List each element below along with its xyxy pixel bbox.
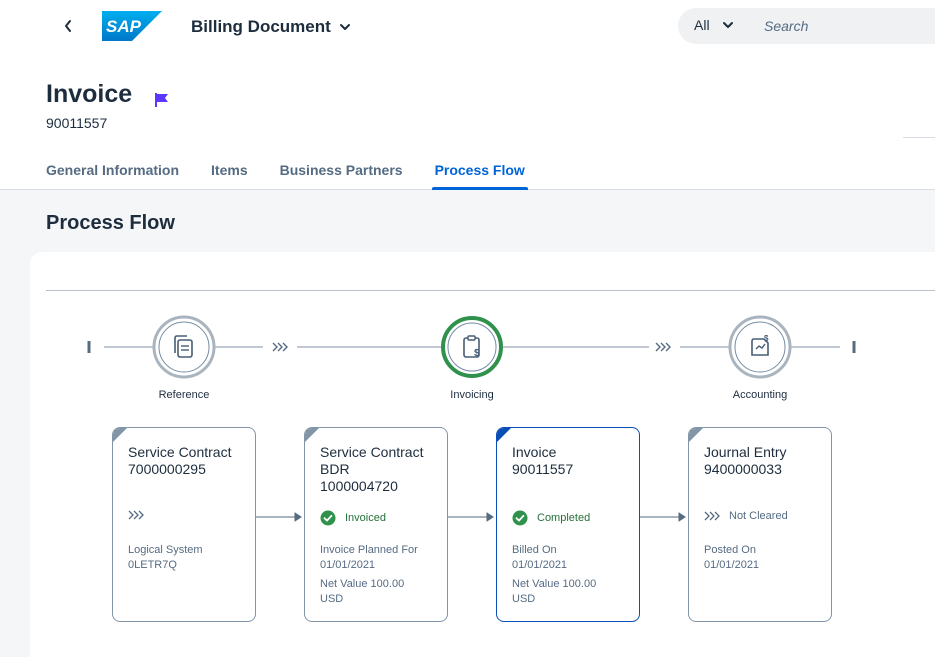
node-info-value: USD [320,593,344,605]
lane-label-reference: Reference [158,389,210,401]
node-status-text: Invoiced [345,512,386,524]
documents-icon [152,315,216,379]
planned-chevrons-icon [128,510,144,520]
document-number: 90011557 [46,115,108,131]
node-title-line: Journal Entry [704,444,787,460]
search-scope-select[interactable]: All [694,17,734,33]
node-status: Completed [512,510,590,526]
planned-chevrons-icon [704,511,720,521]
app-title-menu[interactable]: Billing Document [191,17,351,37]
node-info-label: Billed On [512,544,557,556]
node-title-line: Service Contract [128,444,232,460]
flow-node-journal-entry[interactable]: Journal Entry 9400000033 Not Cleared Pos… [688,427,832,622]
divider [46,290,935,291]
tab-items[interactable]: Items [211,162,248,178]
lane-label-invoicing: Invoicing [450,389,494,401]
node-info-label: Logical System [128,544,203,556]
tab-business-partners[interactable]: Business Partners [279,162,403,178]
node-info-label: Net Value 100.00 [512,578,597,590]
chevron-down-icon [722,22,733,28]
flag-icon[interactable] [154,92,170,108]
lane-accounting[interactable]: $ [728,315,792,379]
flow-node-service-contract-bdr[interactable]: Service Contract BDR 1000004720 Invoiced… [304,427,448,622]
node-title-line: 7000000295 [128,461,206,477]
success-check-icon [320,510,336,526]
success-check-icon [512,510,528,526]
node-status: Invoiced [320,510,386,526]
node-title-line: BDR [320,461,350,477]
node-status-text: Completed [537,512,591,524]
node-corner [305,428,319,442]
node-title-line: Invoice [512,444,557,460]
node-title: Service Contract BDR 1000004720 [320,444,444,495]
node-status [128,510,153,520]
lane-label-accounting: Accounting [732,389,788,401]
search-scope-value: All [694,17,710,33]
node-corner [113,428,127,442]
node-info-label: Invoice Planned For [320,544,418,556]
object-header: Invoice 90011557 General Information Ite… [0,56,935,190]
node-info-value: 01/01/2021 [512,559,568,571]
node-title: Service Contract 7000000295 [128,444,252,478]
node-title-line: 9400000033 [704,461,782,477]
flow-node-service-contract[interactable]: Service Contract 7000000295 Logical Syst… [112,427,256,622]
clipboard-dollar-icon: $ [441,316,503,378]
page-title: Invoice [46,80,133,108]
node-info-value: 01/01/2021 [704,559,760,571]
svg-text:$: $ [474,348,480,359]
node-info-value: USD [512,593,536,605]
chevron-down-icon [339,24,350,30]
node-title: Invoice 90011557 [512,444,636,478]
lane-reference[interactable] [152,315,216,379]
tab-process-flow[interactable]: Process Flow [431,154,529,190]
node-title-line: Service Contract [320,444,424,460]
node-info: Invoice Planned For 01/01/2021 Net Value… [320,543,444,607]
search-field: All [678,8,935,44]
svg-text:SAP: SAP [106,17,142,36]
node-corner [497,428,511,442]
node-info: Posted On 01/01/2021 [704,543,828,573]
lane-connectors [87,341,856,522]
node-info-value: 01/01/2021 [320,559,376,571]
lane-invoicing[interactable]: $ [440,315,504,379]
app-title: Billing Document [191,17,331,36]
node-corner [689,428,703,442]
tab-bar: General Information Items Business Partn… [46,154,557,190]
accounting-document-icon: $ [728,315,792,379]
process-flow-panel: Reference $ Invoicing $ Accounting Servi… [30,252,935,657]
flow-node-invoice[interactable]: Invoice 90011557 Completed Billed On 01/… [496,427,640,622]
sap-logo[interactable]: SAP [102,11,162,46]
tab-general-information[interactable]: General Information [46,162,180,178]
node-title: Journal Entry 9400000033 [704,444,828,478]
svg-text:$: $ [764,334,769,343]
chevrons-icon [272,342,671,352]
node-info-label: Net Value 100.00 [320,578,405,590]
node-status-text: Not Cleared [729,510,788,522]
node-title-line: 1000004720 [320,478,398,494]
node-info-value: 0LETR7Q [128,559,177,571]
section-title: Process Flow [46,212,175,234]
shell-bar: SAP Billing Document All [0,0,935,56]
chevron-left-icon [65,20,71,32]
node-info: Logical System 0LETR7Q [128,543,252,573]
node-info-label: Posted On [704,544,756,556]
search-input[interactable] [764,16,934,36]
node-info: Billed On 01/01/2021 Net Value 100.00 US… [512,543,636,607]
back-button[interactable] [56,14,80,38]
node-status: Not Cleared [704,510,788,522]
divider [903,137,935,138]
node-title-line: 90011557 [512,461,574,477]
